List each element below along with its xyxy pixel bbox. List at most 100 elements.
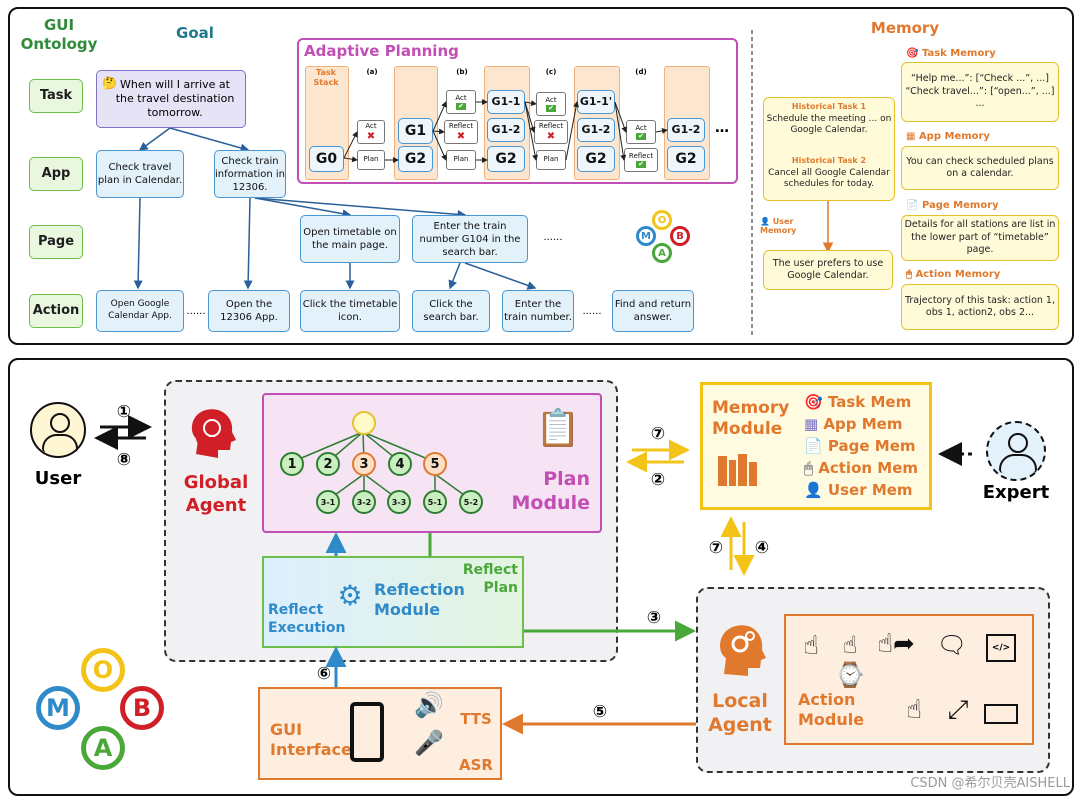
step-3-marker: ③ <box>646 608 662 628</box>
microphone-icon: 🎤 <box>414 729 444 757</box>
page-mem-item: 📄 Page Mem <box>804 437 916 455</box>
tree-node-4: 4 <box>388 452 412 476</box>
stack-c-g2: G2 <box>577 146 615 172</box>
step-a-act: Act ✖ <box>357 120 385 144</box>
code-window-icon: </> <box>986 634 1016 662</box>
lightbulb-gear-icon: ⚙ <box>337 579 363 612</box>
logo-a: A <box>81 726 125 770</box>
memory-module-label: Memory Module <box>712 398 790 440</box>
action-memory-box: Trajectory of this task: action 1, obs 1… <box>901 284 1059 330</box>
action-module-label: Action Module <box>798 690 865 729</box>
user-avatar-icon <box>30 402 86 458</box>
phone-icon <box>350 702 384 762</box>
app-memory-box: You can check scheduled plans on a calen… <box>901 146 1059 190</box>
stack-b-g12: G1-2 <box>487 118 525 142</box>
stack-c-g11p: G1-1' <box>577 90 615 114</box>
step-7-marker-global: ⑦ <box>650 424 666 444</box>
logo-o: O <box>81 648 125 692</box>
task-memory-label: 🎯 Task Memory <box>906 48 996 59</box>
logo-b: B <box>670 226 690 246</box>
col-label-c: (c) <box>545 68 557 76</box>
gui-interface-label: GUI Interface <box>270 720 352 759</box>
action-box-2: Open the 12306 App. <box>208 290 290 332</box>
check-icon: ✔ <box>636 132 646 141</box>
memory-module-box <box>700 382 932 510</box>
tree-node-3-3: 3-3 <box>387 490 411 514</box>
tree-node-3-1: 3-1 <box>316 490 340 514</box>
stack-g0: G0 <box>309 146 344 172</box>
local-agent-brain-icon <box>720 625 766 676</box>
page-icon: 📄 <box>906 200 919 211</box>
action-box-5: Enter the train number. <box>502 290 574 332</box>
task-goal-text: When will I arrive at the travel destina… <box>115 77 235 120</box>
goal-title: Goal <box>176 24 214 42</box>
step-4-marker: ④ <box>754 538 770 558</box>
asr-label: ASR <box>459 756 493 774</box>
step-b-act: Act ✔ <box>446 90 476 114</box>
app-memory-label: ▦ App Memory <box>906 131 990 142</box>
expert-label: Expert <box>982 482 1050 503</box>
step-b-plan: Plan <box>446 150 476 170</box>
tree-node-5-2: 5-2 <box>459 490 483 514</box>
task-memory-box: “Help me...”: [“Check ...”, ...] “Check … <box>901 62 1059 122</box>
stack-a-g1: G1 <box>398 118 433 144</box>
hist2-title: Historical Task 2 <box>791 156 867 165</box>
stack-b-g2: G2 <box>487 146 525 172</box>
watermark: CSDN @希尔贝壳AISHELL <box>910 776 1070 791</box>
logo-m: M <box>36 686 80 730</box>
step-8-marker: ⑧ <box>116 450 132 470</box>
tree-node-2: 2 <box>316 452 340 476</box>
user-head-shape <box>50 413 70 433</box>
check-icon: ✔ <box>636 160 646 169</box>
gui-ontology-title: GUI Ontology <box>20 16 98 53</box>
target-icon: 🎯 <box>804 393 823 411</box>
act-label: Act <box>635 123 647 132</box>
expert-body-shape <box>999 454 1037 473</box>
check-icon: ✔ <box>456 102 466 111</box>
bottom-panel <box>8 358 1074 796</box>
task-stack-label: Task Stack <box>313 68 339 87</box>
resize-arrow-icon: ⤢ <box>947 695 969 725</box>
user-mem-item: 👤 User Mem <box>804 481 913 499</box>
step-d-act: Act ✔ <box>626 120 656 144</box>
act-label: Act <box>455 93 467 102</box>
level-page: Page <box>29 225 83 259</box>
step-d-reflect: Reflect ✔ <box>624 148 658 172</box>
target-icon: 🎯 <box>906 48 919 59</box>
text-field-icon <box>984 704 1018 724</box>
user-label: User <box>34 468 82 489</box>
user-body-shape <box>42 434 78 452</box>
stack-d-g12: G1-2 <box>667 118 705 142</box>
cross-icon: ✖ <box>456 130 466 142</box>
action-box-3: Click the timetable icon. <box>300 290 400 332</box>
local-agent-label: Local Agent <box>708 690 772 736</box>
action-mem-item: 🖱 Action Mem <box>804 459 918 477</box>
obma-logo-large: O M B A <box>36 648 186 778</box>
user-memory-label: 👤 User Memory <box>760 217 797 235</box>
clipboard-pen-icon: 📋 <box>535 408 581 449</box>
reflect-label: Reflect <box>628 151 654 160</box>
app-grid-icon: ▦ <box>804 415 819 433</box>
action-box-1: Open Google Calendar App. <box>96 290 184 332</box>
adaptive-planning-title: Adaptive Planning <box>304 42 459 60</box>
stack-b-g11: G1-1 <box>487 90 525 114</box>
cross-icon: ✖ <box>546 130 556 142</box>
planning-ellipsis: … <box>715 120 729 136</box>
tts-label: TTS <box>460 710 492 728</box>
historical-tasks-box: Historical Task 1 Schedule the meeting .… <box>763 97 895 201</box>
user-memory-box: The user prefers to use Google Calendar. <box>763 250 893 290</box>
logo-a: A <box>652 243 672 263</box>
reflect-plan-label: Reflect Plan <box>462 562 518 596</box>
tree-node-3: 3 <box>352 452 376 476</box>
action-box-6: Find and return answer. <box>612 290 694 332</box>
hist2-text: Cancel all Google Calendar schedules for… <box>768 168 890 190</box>
app-mem-item: ▦ App Mem <box>804 415 903 433</box>
page-memory-label: 📄 Page Memory <box>906 200 999 211</box>
act-label: Act <box>545 95 557 104</box>
level-action: Action <box>29 294 83 328</box>
speaker-icon: 🔊 <box>414 691 444 719</box>
stack-a-g2: G2 <box>398 146 433 172</box>
stack-d-g2: G2 <box>667 146 705 172</box>
stack-c-g12: G1-2 <box>577 118 615 142</box>
check-icon: ✔ <box>546 104 556 113</box>
